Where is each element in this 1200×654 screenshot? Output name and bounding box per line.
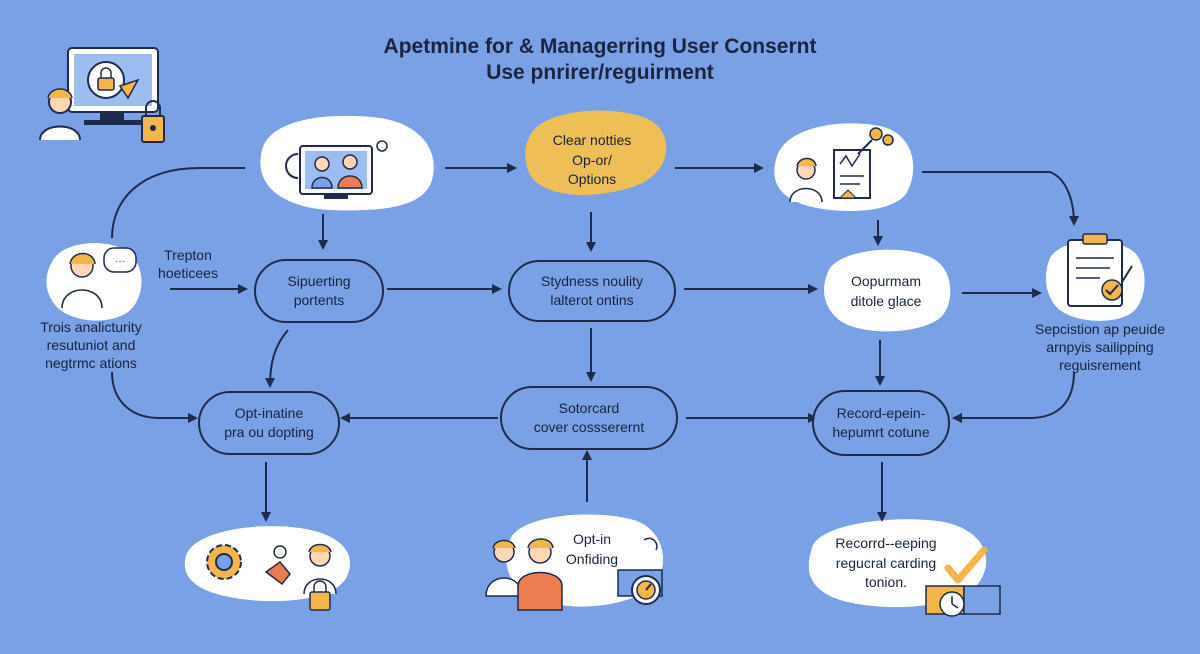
chat-bubble-icon xyxy=(103,247,137,273)
node-opt-inatine: Opt-inatine pra ou dopting xyxy=(198,391,340,455)
left-notice-label: Trepton hoeticees xyxy=(150,246,226,282)
node-sotorcard: Sotorcard cover cossserernt xyxy=(500,386,678,450)
node-text-line: Opt-inatine xyxy=(234,405,304,422)
arrow-node1-curve-down xyxy=(265,329,289,388)
video-call-illustration xyxy=(285,140,388,199)
monitor-lock-illustration xyxy=(39,47,165,143)
blob-text-line: Recorrd--eeping xyxy=(835,535,937,551)
curve-left-top xyxy=(111,167,245,239)
blob-text-line: Clear notties xyxy=(552,132,632,148)
label-line: Trois analicturity xyxy=(40,319,142,335)
person-icon xyxy=(273,545,287,559)
left-description: Trois analicturity resutuniot and negtrm… xyxy=(16,318,166,373)
diagram-title: Apetmine for & Managerring User Consernt… xyxy=(240,34,960,87)
blob-top-middle-accent xyxy=(525,110,667,195)
blob-text-line: regucral carding xyxy=(835,554,937,571)
blob-clear-notices-text: Clear notties Op-or/ Options xyxy=(530,131,654,190)
node-text-line: pra ou dopting xyxy=(224,424,314,440)
document-review-illustration xyxy=(789,127,894,203)
arrow-blob3-to-clipboard xyxy=(922,171,1079,226)
blob-text-line: ditole glace xyxy=(850,292,922,309)
arrow-left-curve-to-row2 xyxy=(111,371,198,423)
checkmark-icon xyxy=(944,546,988,584)
gear-people-illustration xyxy=(206,543,337,611)
node-text-line: hepumrt cotune xyxy=(832,424,930,440)
key-icon xyxy=(869,127,883,141)
blob-text-line: tonion. xyxy=(864,574,908,591)
arrow-right-curve-to-row2 xyxy=(952,371,1075,423)
title-line-2: Use pnrirer/reguirment xyxy=(486,61,714,85)
svg-text:···: ··· xyxy=(115,256,125,267)
node-text-line: Record-epein- xyxy=(836,405,926,422)
title-line-1: Apetmine for & Managerring User Consernt xyxy=(383,35,817,58)
blob-oopurmam-text: Oopurmam ditole glace xyxy=(826,272,946,311)
node-text-line: portents xyxy=(293,292,345,308)
check-badge-icon xyxy=(1101,279,1123,301)
blob-bottom-right xyxy=(808,519,987,608)
blob-text-line: Opt-in xyxy=(572,531,612,547)
right-description: Sepcistion ap peuide arnpyis sailipping … xyxy=(1012,320,1188,375)
blob-text-line: Op-or/ xyxy=(572,151,612,168)
document-icon xyxy=(833,149,871,199)
connector-lines xyxy=(111,163,1079,522)
node-text-line: Sipuerting xyxy=(287,273,351,290)
label-line: resutuniot and xyxy=(46,337,136,354)
node-text-line: lalterot ontins xyxy=(550,292,634,308)
blob-text-line: Onfiding xyxy=(565,550,619,567)
blob-right-middle xyxy=(824,249,951,332)
node-supporting-portents: Sipuerting portents xyxy=(254,259,384,323)
record-keeping-illustration xyxy=(925,546,1001,617)
label-line: hoeticees xyxy=(158,265,218,282)
blob-text-line: Options xyxy=(567,171,617,188)
blob-text-line: Oopurmam xyxy=(850,273,922,289)
node-text-line: Sotorcard xyxy=(558,400,620,417)
opt-in-people-illustration xyxy=(485,537,663,611)
label-line: negtrmc ations xyxy=(45,355,137,372)
cursor-icon xyxy=(118,78,140,100)
blob-opt-in-text: Opt-in Onfiding xyxy=(554,530,630,569)
node-text-line: cover cossserernt xyxy=(533,419,645,435)
label-line: reguisrement xyxy=(1059,357,1141,374)
label-line: Sepcistion ap peuide xyxy=(1035,321,1165,337)
blob-record-keeping-text: Recorrd--eeping regucral carding tonion. xyxy=(818,534,954,593)
left-person-illustration: ··· xyxy=(61,247,137,309)
padlock-icon xyxy=(309,591,331,611)
label-line: arnpyis sailipping xyxy=(1046,339,1154,356)
node-record-epein: Record-epein- hepumrt cotune xyxy=(812,390,950,456)
label-line: Trepton xyxy=(164,247,212,263)
clipboard-illustration xyxy=(1067,233,1133,307)
node-text-line: Stydness noulity xyxy=(541,273,643,290)
node-stydness-nouility: Stydness noulity lalterot ontins xyxy=(508,260,676,322)
settings-icon xyxy=(376,140,388,152)
